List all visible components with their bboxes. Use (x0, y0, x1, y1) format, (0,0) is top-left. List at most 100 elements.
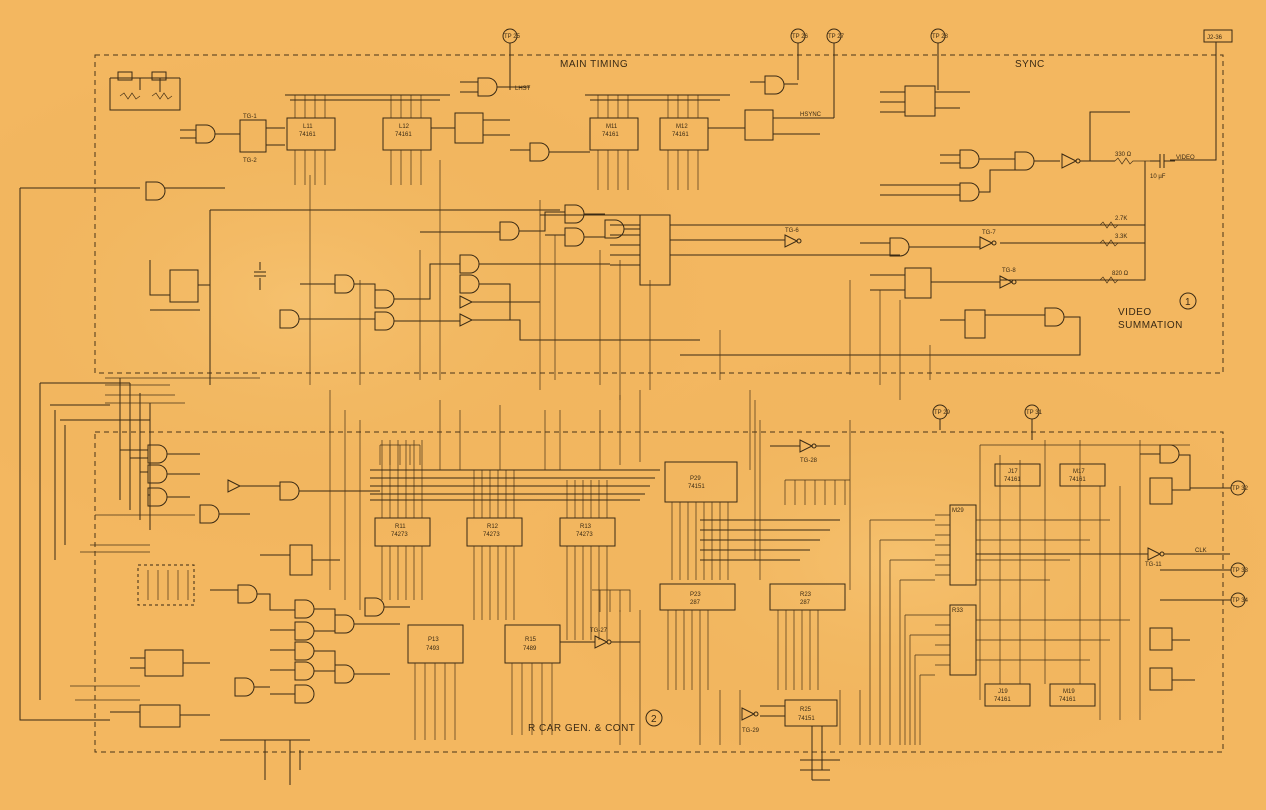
test-point-tp28: TP 28 (930, 28, 949, 90)
ic-p12-small (260, 544, 340, 576)
sync-title: SYNC (1015, 59, 1045, 70)
test-point-tp25: TP 25 (502, 28, 521, 90)
svg-text:R15: R15 (525, 637, 537, 643)
gate-f13 (750, 75, 798, 95)
lhst-label: LHST (515, 86, 531, 92)
svg-text:L12: L12 (399, 124, 410, 130)
section-2-marker (645, 709, 663, 727)
svg-text:287: 287 (690, 600, 701, 606)
test-point-tp29: TP 29 (932, 404, 951, 430)
gate-f18 (180, 124, 240, 144)
ic-r23-287: R23 287 (769, 583, 846, 690)
ic-p13-7493: P13 7493 (407, 624, 464, 740)
resistor-pack-left (137, 564, 195, 606)
svg-text:820 Ω: 820 Ω (1112, 271, 1129, 277)
svg-text:TP 27: TP 27 (828, 34, 845, 40)
hsync-label: HSYNC (800, 112, 822, 118)
video-summation-title-line1: VIDEO (1118, 307, 1152, 318)
timing-bus-left (285, 94, 450, 101)
test-point-tp32: TP 32 (1190, 480, 1249, 496)
test-point-tp31: TP 31 (1024, 404, 1043, 440)
video-label: VIDEO (1176, 155, 1195, 161)
ic-r11-74273: R11 74273 (374, 440, 431, 600)
svg-text:7493: 7493 (426, 646, 440, 652)
section-1-border (94, 54, 1224, 374)
test-point-tp33: TP 33 (1160, 562, 1249, 578)
ic-m11-74161: M11 74161 (589, 95, 639, 190)
svg-text:R11: R11 (395, 524, 406, 530)
svg-text:74273: 74273 (391, 532, 408, 538)
ic-p19-mux (610, 214, 1145, 286)
svg-text:TG-6: TG-6 (785, 228, 799, 234)
svg-text:TG-11: TG-11 (1145, 562, 1162, 568)
svg-text:TP 31: TP 31 (1026, 410, 1043, 416)
ic-p29-74151: P29 74151 (664, 461, 738, 580)
ic-m19-74161: M19 74161 (1049, 683, 1096, 707)
svg-text:330 Ω: 330 Ω (1115, 152, 1132, 158)
svg-text:74161: 74161 (299, 132, 316, 138)
main-timing-title: MAIN TIMING (560, 59, 628, 70)
section-2-border (94, 431, 1224, 753)
section-1-number: 1 (1185, 297, 1191, 308)
ic-l12-74161: L12 74161 (382, 95, 432, 185)
gate-p13 (460, 77, 530, 97)
sec1-vertical-runs (309, 160, 931, 400)
svg-text:J19: J19 (998, 689, 1008, 695)
gate-h13 (510, 142, 590, 162)
svg-text:TG-28: TG-28 (800, 458, 818, 464)
gate-m18 (940, 149, 1015, 169)
svg-text:74151: 74151 (798, 716, 815, 722)
resistor-820: 820 Ω (1099, 271, 1129, 284)
oscillator-circuit (109, 71, 181, 111)
resistor-pack-mid (379, 444, 421, 465)
ic-m12-74161: M12 74161 (659, 95, 709, 190)
ic-p14-sync (880, 85, 970, 117)
gate-cluster-mid (279, 254, 700, 341)
svg-text:R12: R12 (487, 524, 499, 530)
svg-text:TG-29: TG-29 (742, 728, 760, 734)
gate-r18 (1014, 151, 1060, 171)
svg-text:P29: P29 (690, 476, 701, 482)
svg-text:74273: 74273 (576, 532, 593, 538)
gates-sec2-left (120, 444, 380, 524)
capacitor-ground (254, 262, 266, 290)
gate-tg28: TG-28 (770, 439, 830, 464)
right-flipflops (1140, 444, 1195, 691)
ic-p18 (149, 260, 210, 311)
section-2-number: 2 (651, 714, 657, 725)
resistor-pack-small (592, 589, 631, 612)
ic-j17-74161: J17 74161 (994, 463, 1041, 487)
svg-text:74273: 74273 (483, 532, 500, 538)
svg-text:10 µF: 10 µF (1150, 174, 1166, 180)
svg-text:7489: 7489 (523, 646, 537, 652)
ic-r15-7489: R15 7489 (504, 624, 561, 735)
gate-m12-hsync (145, 181, 166, 201)
test-point-tp27: TP 27 (826, 28, 845, 118)
ic-p23-287: P23 287 (659, 583, 736, 690)
data-bus-sec2 (370, 469, 660, 501)
ic-r13-74273: R13 74273 (559, 480, 616, 640)
test-point-tp26: TP 26 (790, 28, 809, 80)
ic-r25-74151: R25 74151 (760, 699, 838, 780)
svg-text:M17: M17 (1073, 469, 1085, 475)
gate-n34 (1061, 111, 1130, 169)
svg-text:CLK: CLK (1195, 548, 1207, 554)
svg-text:74161: 74161 (1069, 477, 1086, 483)
svg-text:M29: M29 (952, 508, 964, 514)
svg-text:74151: 74151 (688, 484, 705, 490)
svg-text:TP 33: TP 33 (1232, 568, 1249, 574)
video-sum-trunk (1000, 161, 1146, 281)
svg-text:P13: P13 (428, 637, 439, 643)
sec2-mid-vertical-runs (329, 390, 861, 745)
svg-text:TP 32: TP 32 (1232, 486, 1249, 492)
inverter-tg7: TG-7 (979, 230, 997, 250)
connector-label: J2-36 (1207, 35, 1223, 41)
svg-text:74161: 74161 (602, 132, 619, 138)
inverter-tg6: TG-6 (784, 228, 802, 248)
svg-text:M11: M11 (606, 124, 618, 130)
ic-e17 (870, 267, 1000, 299)
sec2-right-wiring (869, 440, 1190, 745)
rcar-gen-title: R CAR GEN. & CONT (528, 723, 635, 734)
